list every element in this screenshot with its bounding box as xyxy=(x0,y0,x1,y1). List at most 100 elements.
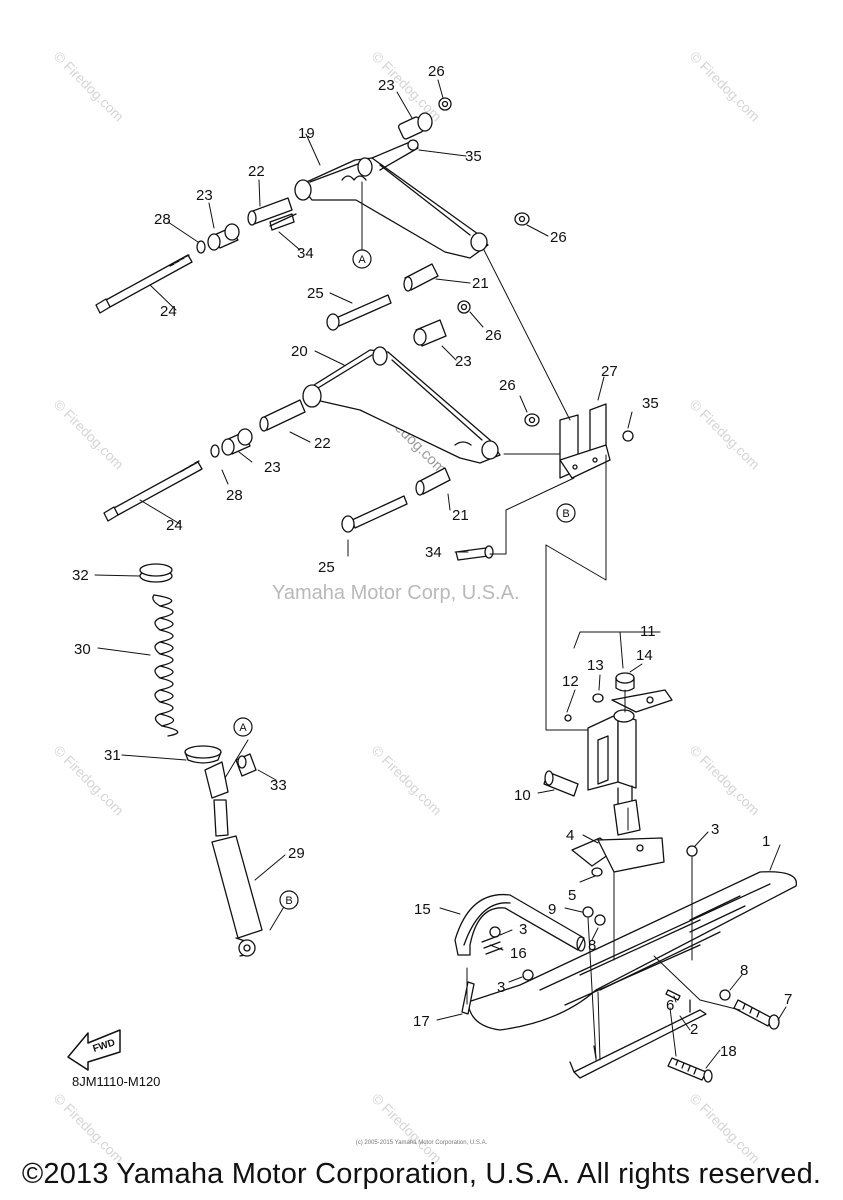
callout-17: 17 xyxy=(413,1013,430,1030)
callout-31: 31 xyxy=(104,747,121,764)
callout-25a: 25 xyxy=(307,285,324,302)
washer-8-upper xyxy=(594,914,606,926)
shock-body-29 xyxy=(204,761,263,957)
ski-1 xyxy=(467,871,797,1031)
marker-letters: A B A B xyxy=(239,254,569,907)
wear-bar-2 xyxy=(569,999,707,1079)
callout-28a: 28 xyxy=(154,211,171,228)
callout-34a: 34 xyxy=(297,245,314,262)
callout-5: 5 xyxy=(568,887,576,904)
bracket-27 xyxy=(559,403,611,479)
callout-23d: 23 xyxy=(264,459,281,476)
callout-24a: 24 xyxy=(160,303,177,320)
collar-lower xyxy=(259,399,306,432)
nut-9 xyxy=(582,906,594,918)
assembly-lines xyxy=(466,249,741,1061)
spindle-assembly xyxy=(587,689,673,836)
nut-3-low xyxy=(522,969,534,981)
cap-14 xyxy=(615,672,635,692)
callout-13: 13 xyxy=(587,657,604,674)
callout-26b: 26 xyxy=(550,229,567,246)
marker-a-shock: A xyxy=(239,722,247,734)
callout-22a: 22 xyxy=(248,163,265,180)
fwd-arrow-icon xyxy=(67,1029,121,1071)
nut-5 xyxy=(591,867,603,877)
spring-seat-31 xyxy=(184,745,222,764)
callout-12: 12 xyxy=(562,673,579,690)
nut-3-top xyxy=(686,845,698,857)
lower-a-arm xyxy=(302,346,501,464)
micro-copyright: (c) 2005-2015 Yamaha Motor Corporation, … xyxy=(355,1140,488,1146)
washer-13 xyxy=(592,693,604,703)
center-watermark: Yamaha Motor Corp, U.S.A. xyxy=(272,582,520,604)
callout-16: 16 xyxy=(510,945,527,962)
plate-16 xyxy=(481,935,503,955)
callout-3b: 3 xyxy=(519,921,527,938)
callout-29: 29 xyxy=(288,845,305,862)
upper-a-arm xyxy=(294,141,489,259)
bushing-upper-top xyxy=(397,97,452,151)
callout-25b: 25 xyxy=(318,559,335,576)
callout-32: 32 xyxy=(72,567,89,584)
callout-21a: 21 xyxy=(472,275,489,292)
callout-11: 11 xyxy=(640,623,656,640)
callout-7: 7 xyxy=(784,991,792,1008)
callout-33: 33 xyxy=(270,777,287,794)
callout-2: 2 xyxy=(690,1021,698,1038)
ski-saddle-4 xyxy=(571,837,665,873)
callout-9: 9 xyxy=(548,901,556,918)
callout-23a: 23 xyxy=(378,77,395,94)
callout-8a: 8 xyxy=(588,937,596,954)
callout-26d: 26 xyxy=(499,377,516,394)
marker-a-upper: A xyxy=(358,254,366,266)
lower-bolt-assembly xyxy=(103,428,253,522)
bolt-7 xyxy=(733,999,780,1030)
callout-23c: 23 xyxy=(455,353,472,370)
callout-35a: 35 xyxy=(465,148,482,165)
callout-8b: 8 xyxy=(740,962,748,979)
callout-20: 20 xyxy=(291,343,308,360)
callout-10: 10 xyxy=(514,787,531,804)
nut-upper-right xyxy=(514,212,530,226)
collar-21-upper xyxy=(403,263,439,292)
nut-3-mid xyxy=(489,926,501,938)
bushing-lower-top xyxy=(413,300,471,347)
copyright-footer: ©2013 Yamaha Motor Corporation, U.S.A. A… xyxy=(21,1158,822,1190)
callout-21b: 21 xyxy=(452,507,469,524)
bolt-25-lower xyxy=(341,495,408,533)
callout-28b: 28 xyxy=(226,487,243,504)
bolt-34-upper xyxy=(269,213,297,227)
collar-33 xyxy=(235,753,257,777)
marker-b-bracket: B xyxy=(562,508,569,520)
callout-15: 15 xyxy=(414,901,431,918)
spring-seat-32 xyxy=(139,563,173,583)
callout-30: 30 xyxy=(74,641,91,658)
bolt-18 xyxy=(667,1057,713,1083)
callout-18: 18 xyxy=(720,1043,737,1060)
callout-labels: 26 23 19 35 22 23 28 34 26 24 25 21 26 2… xyxy=(72,63,792,1060)
document-code: 8JM1110-M120 xyxy=(72,1074,161,1089)
bolt-17 xyxy=(461,981,475,1015)
callout-1: 1 xyxy=(762,833,770,850)
callout-14: 14 xyxy=(636,647,653,664)
upper-bolt-assembly xyxy=(95,223,240,314)
callout-24b: 24 xyxy=(166,517,183,534)
bolt-25-upper xyxy=(326,294,392,331)
callout-19: 19 xyxy=(298,125,315,142)
callout-3a: 3 xyxy=(711,821,719,838)
bolt-34-lower xyxy=(455,545,494,561)
marker-b-shock: B xyxy=(285,895,292,907)
callout-23b: 23 xyxy=(196,187,213,204)
callout-6: 6 xyxy=(666,997,674,1014)
nut-lower xyxy=(524,413,540,427)
collar-10 xyxy=(543,770,579,797)
callout-35b: 35 xyxy=(642,395,659,412)
callout-27: 27 xyxy=(601,363,618,380)
callout-22b: 22 xyxy=(314,435,331,452)
washer-8-right xyxy=(719,989,731,1001)
nut-12 xyxy=(564,714,572,722)
callout-26a: 26 xyxy=(428,63,445,80)
callout-3c: 3 xyxy=(497,979,505,996)
collar-21-lower xyxy=(415,467,451,496)
